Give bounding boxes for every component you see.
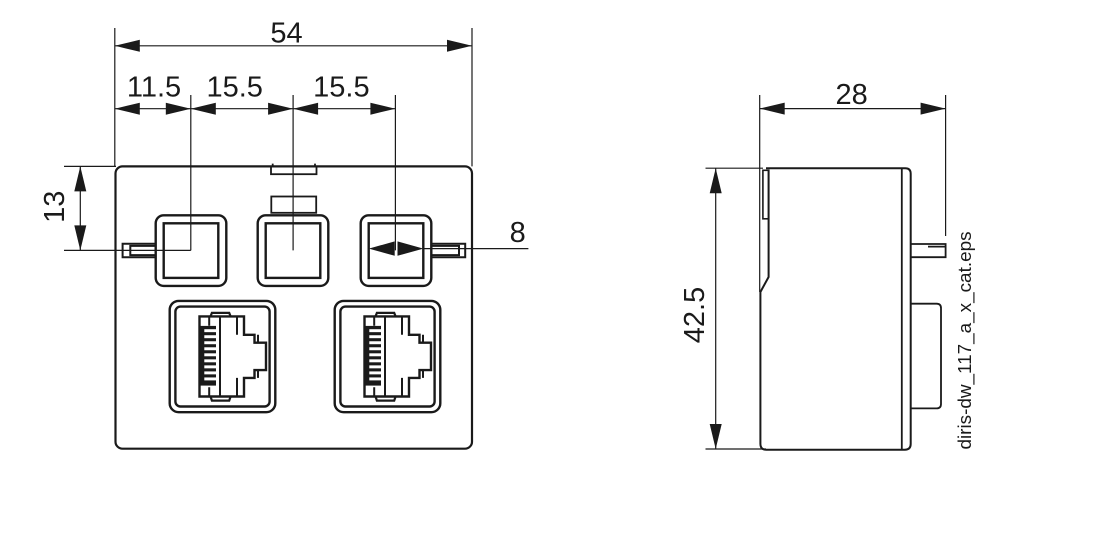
svg-text:15.5: 15.5 [206, 71, 262, 103]
svg-text:diris-dw_117_a_x_cat.eps: diris-dw_117_a_x_cat.eps [955, 231, 976, 449]
svg-text:54: 54 [270, 18, 302, 50]
svg-text:13: 13 [39, 191, 71, 223]
svg-text:11.5: 11.5 [127, 71, 181, 103]
svg-text:15.5: 15.5 [313, 71, 369, 103]
svg-text:8: 8 [510, 217, 526, 249]
svg-text:42.5: 42.5 [679, 287, 711, 343]
svg-text:28: 28 [835, 79, 867, 111]
